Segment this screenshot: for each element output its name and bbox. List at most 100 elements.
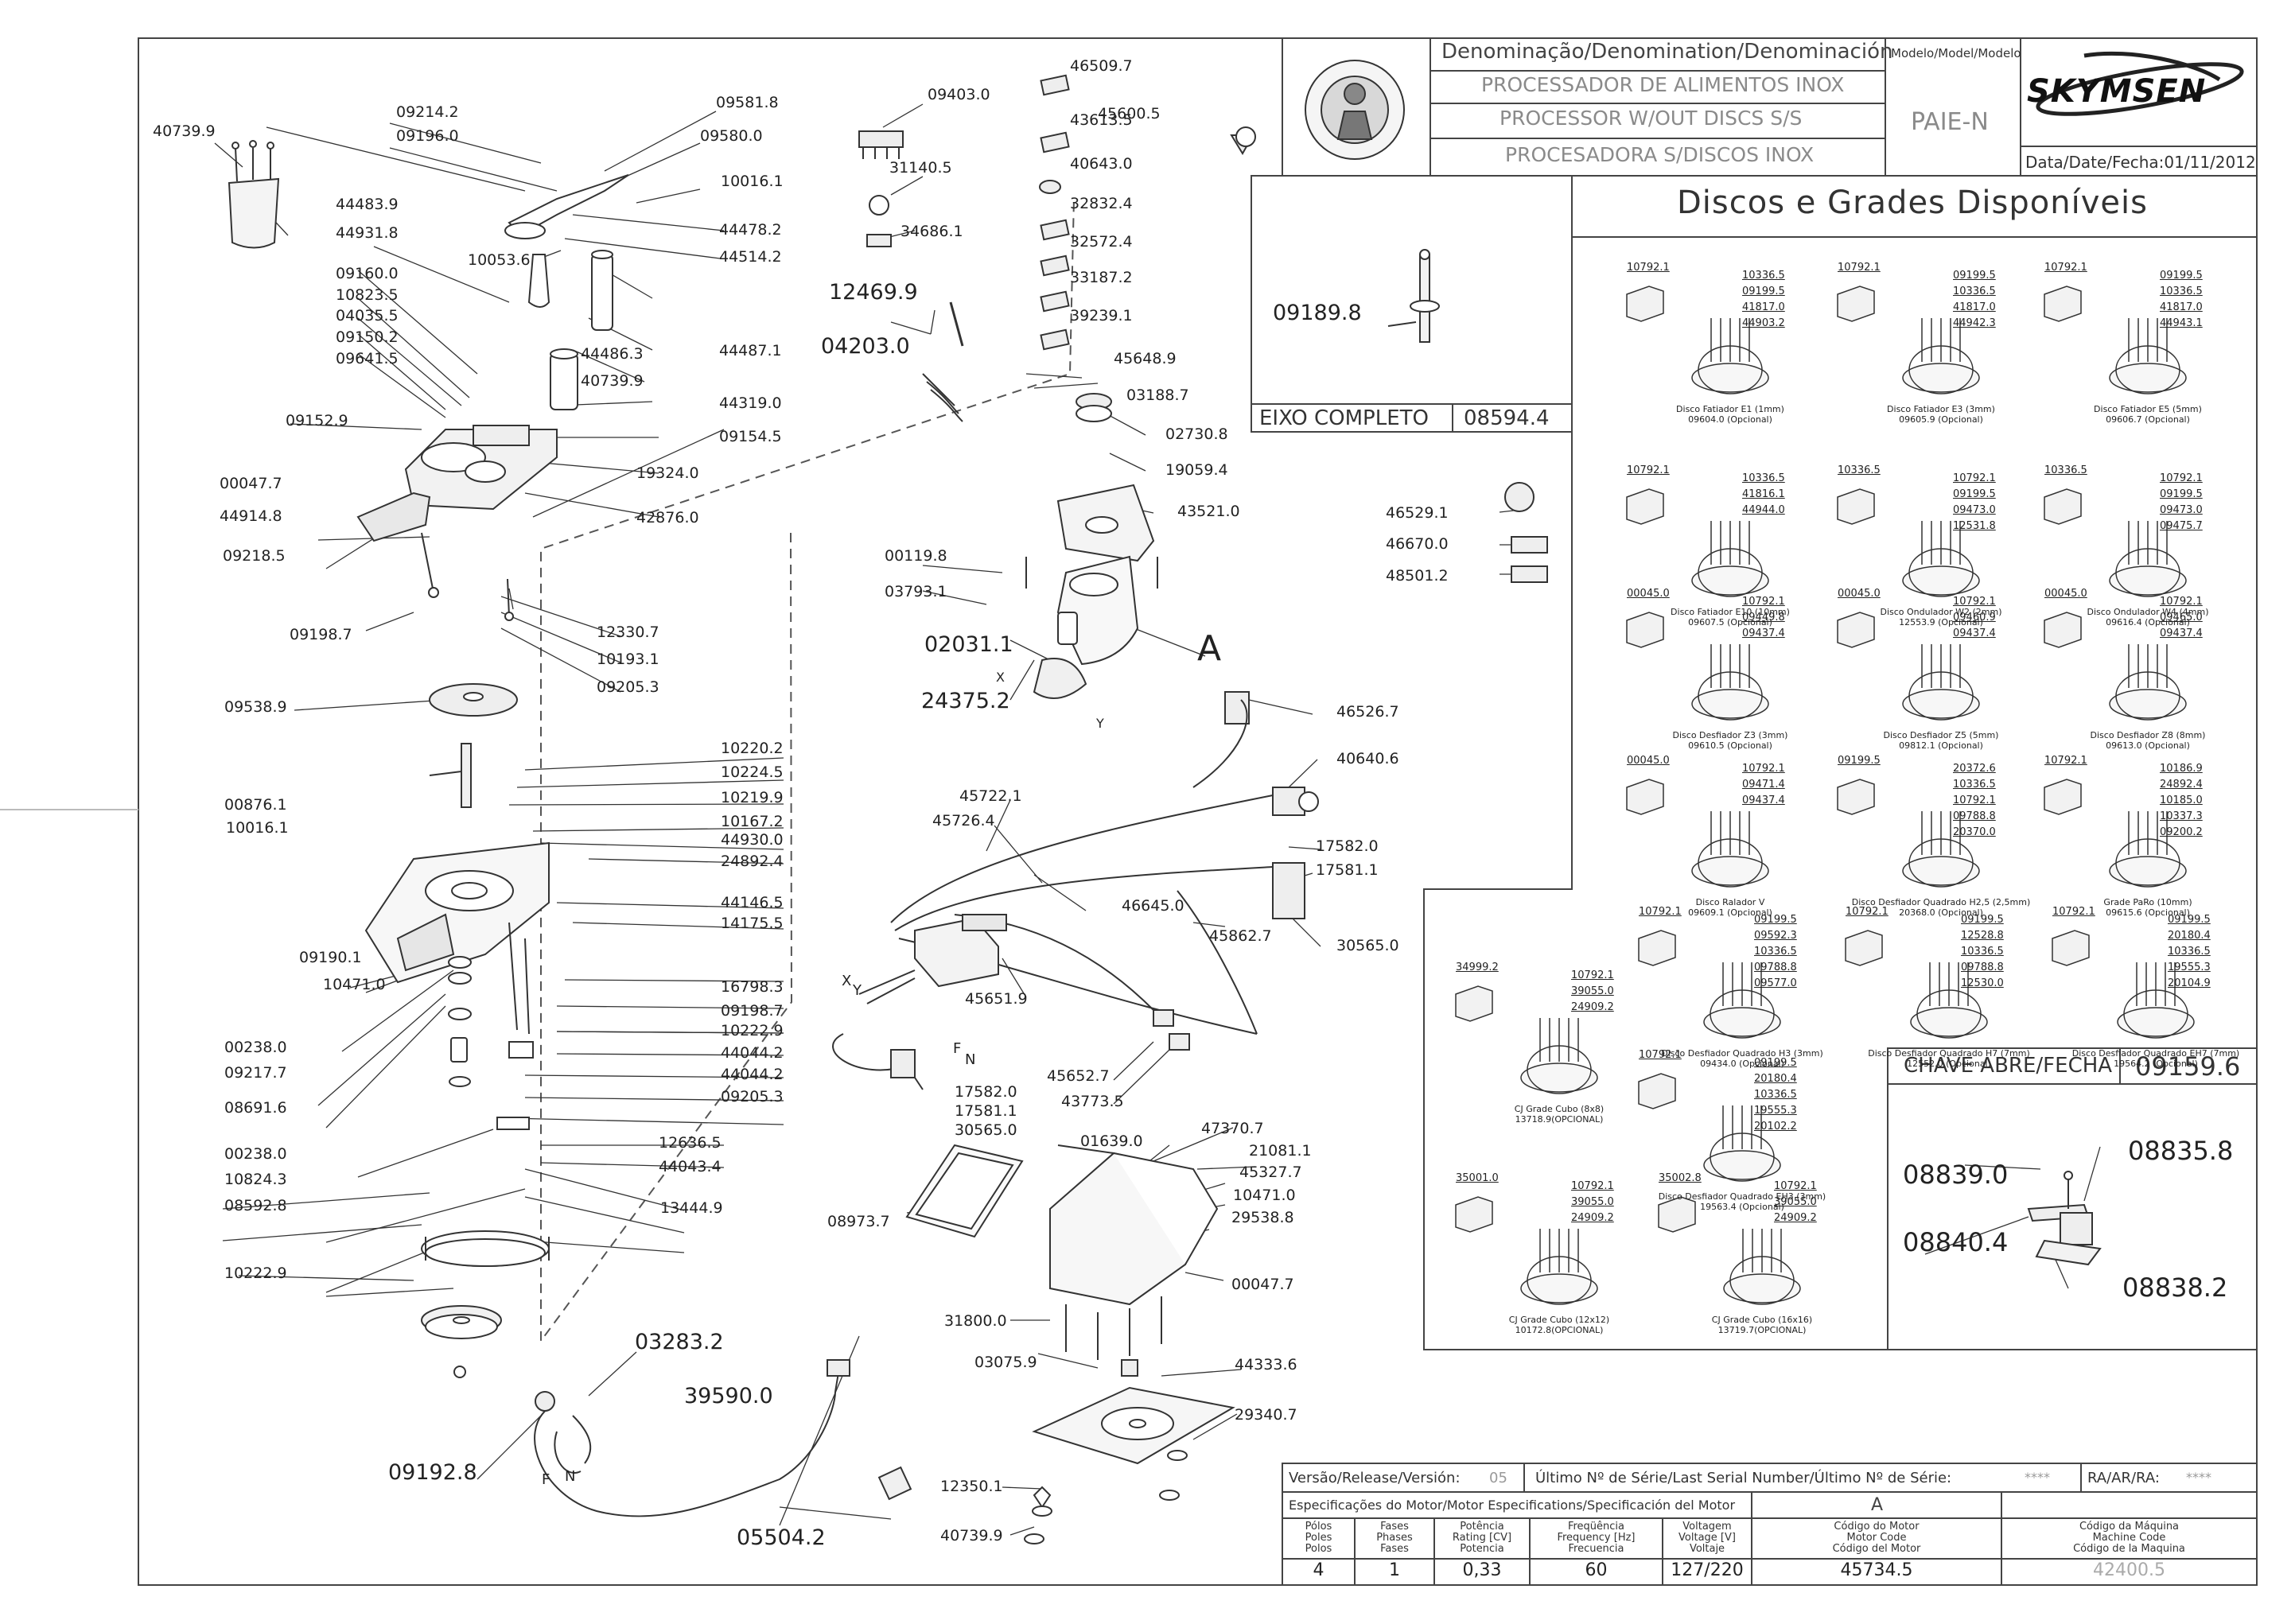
disc-part-label: 09437.4: [1953, 627, 1996, 639]
disc-part-label: 10792.1: [1838, 262, 1881, 274]
disc-blade-tile: [1626, 779, 1664, 815]
motor-spec-value: 45734.5: [1840, 1560, 1913, 1580]
part-number-label: 45652.7: [1047, 1067, 1110, 1085]
product-name-en: PROCESSOR W/OUT DISCS S/S: [1500, 107, 1803, 130]
disc-part-label: 35001.0: [1456, 1172, 1499, 1184]
part-number-label: 46670.0: [1386, 535, 1449, 553]
part-number-label: 12636.5: [659, 1134, 722, 1152]
disc-part-label: 09199.5: [1754, 914, 1797, 926]
disc-part-label: 10336.5: [1754, 1089, 1797, 1101]
disc-caption: Disco Desfiador Quadrado H7 (7mm): [1868, 1048, 2030, 1059]
part-number-label: 46526.7: [1336, 703, 1399, 721]
disc-blade-tile: [1837, 612, 1875, 648]
part-number-label: 30565.0: [955, 1121, 1017, 1139]
part-number-label: 08592.8: [224, 1197, 287, 1214]
disc-part-label: 10336.5: [1742, 472, 1785, 484]
part-number-label: 01639.0: [1080, 1133, 1143, 1150]
key-part-label: 08835.8: [2128, 1136, 2234, 1166]
disc-part-label: 10792.1: [1846, 906, 1889, 918]
disc-caption: CJ Grade Cubo (12x12): [1508, 1315, 1610, 1325]
disc-part-label: 19555.3: [2168, 962, 2211, 973]
motor-spec-value: 42400.5: [2093, 1560, 2165, 1580]
part-number-label: 42876.0: [636, 509, 699, 526]
disc-caption: Disco Ralador V: [1695, 897, 1765, 907]
part-number-label: 09214.2: [396, 103, 459, 121]
part-number-label: 10471.0: [323, 976, 386, 993]
part-number-label: 09152.9: [286, 412, 348, 429]
disc-part-label: 10186.9: [2160, 763, 2203, 775]
part-number-label: 19324.0: [636, 464, 699, 482]
part-number-label: 24375.2: [921, 689, 1010, 713]
disc-blade-tile: [1638, 930, 1676, 966]
disc-part-label: 41817.0: [1742, 301, 1785, 313]
disc-part-label: 10336.5: [1742, 270, 1785, 282]
disc-blade-tile: [1455, 985, 1493, 1022]
disc-part-label: 24909.2: [1774, 1212, 1817, 1224]
disc-plate: [1691, 363, 1769, 393]
disc-part-label: 10336.5: [2044, 464, 2087, 476]
disc-part-label: 24909.2: [1571, 1001, 1614, 1013]
part-number-label: 09205.3: [597, 678, 659, 696]
part-number-label: 03075.9: [974, 1354, 1037, 1371]
disc-caption: 12553.9 (Opcional): [1899, 617, 1983, 627]
disc-part-label: 10336.5: [1754, 946, 1797, 958]
disc-caption: 09604.0 (Opcional): [1688, 414, 1772, 425]
part-number-label: 21081.1: [1249, 1142, 1312, 1160]
part-number-label: 24892.4: [721, 853, 784, 870]
disc-caption: 20368.0 (Opcional): [1899, 907, 1983, 918]
callout-letter: F: [953, 1040, 962, 1057]
part-number-label: 13444.9: [660, 1199, 723, 1217]
part-number-label: 17582.0: [1316, 837, 1379, 855]
part-number-label: 32572.4: [1070, 233, 1133, 251]
disc-part-label: 09437.4: [2160, 627, 2203, 639]
disc-blade-tile: [1455, 1196, 1493, 1233]
part-number-label: 10824.3: [224, 1171, 287, 1188]
disc-part-label: 19555.3: [1754, 1105, 1797, 1117]
part-number-label: 45648.9: [1114, 350, 1177, 367]
serial-value: ****: [2025, 1470, 2050, 1485]
disc-caption: Disco Fatiador E10 (10mm): [1671, 607, 1790, 617]
disc-part-label: 09200.2: [2160, 826, 2203, 838]
part-number-label: 09538.9: [224, 698, 287, 716]
part-number-label: 33187.2: [1070, 269, 1133, 286]
disc-part-label: 09788.8: [1754, 962, 1797, 973]
disc-part-label: 10336.5: [2160, 286, 2203, 297]
disc-part-label: 41817.0: [1953, 301, 1996, 313]
callout-letter: Y: [1096, 716, 1104, 731]
disc-blade-tile: [1626, 286, 1664, 322]
date-value: 01/11/2012: [2164, 153, 2256, 172]
disc-plate: [1703, 1007, 1781, 1037]
motor-spec-value: 1: [1389, 1560, 1400, 1580]
model-label: Modelo/Model/Modelo: [1891, 46, 2021, 60]
disc-caption: Disco Ondulador W2 (2mm): [1880, 607, 2002, 617]
part-number-label: 00047.7: [220, 475, 282, 492]
part-number-label: 10471.0: [1233, 1187, 1296, 1204]
part-number-label: 45651.9: [965, 990, 1028, 1008]
disc-part-label: 20180.4: [1754, 1073, 1797, 1085]
key-part-label: 08840.4: [1903, 1227, 2009, 1257]
disc-part-label: 39055.0: [1571, 985, 1614, 997]
disc-plate: [2109, 363, 2187, 393]
disc-plate: [1691, 565, 1769, 596]
disc-blade-tile: [1638, 1073, 1676, 1109]
brand-logo: SKYMSEN: [2027, 73, 2207, 110]
disc-part-label: 09449.8: [1742, 612, 1785, 624]
disc-blade-tile: [1837, 286, 1875, 322]
part-number-label: 09205.3: [721, 1088, 784, 1105]
part-number-label: 32832.4: [1070, 195, 1133, 212]
part-number-label: 09190.1: [299, 949, 362, 966]
disc-part-label: 10792.1: [1571, 969, 1614, 981]
disc-blade-tile: [1626, 612, 1664, 648]
part-number-label: 43613.5: [1070, 111, 1133, 129]
part-number-label: 00876.1: [224, 796, 287, 814]
shaft-box-title: EIXO COMPLETO: [1259, 406, 1429, 430]
part-number-label: 39590.0: [684, 1384, 773, 1408]
disc-plate: [2109, 856, 2187, 886]
disc-part-label: 00045.0: [1627, 755, 1670, 767]
disc-plate: [1902, 565, 1980, 596]
